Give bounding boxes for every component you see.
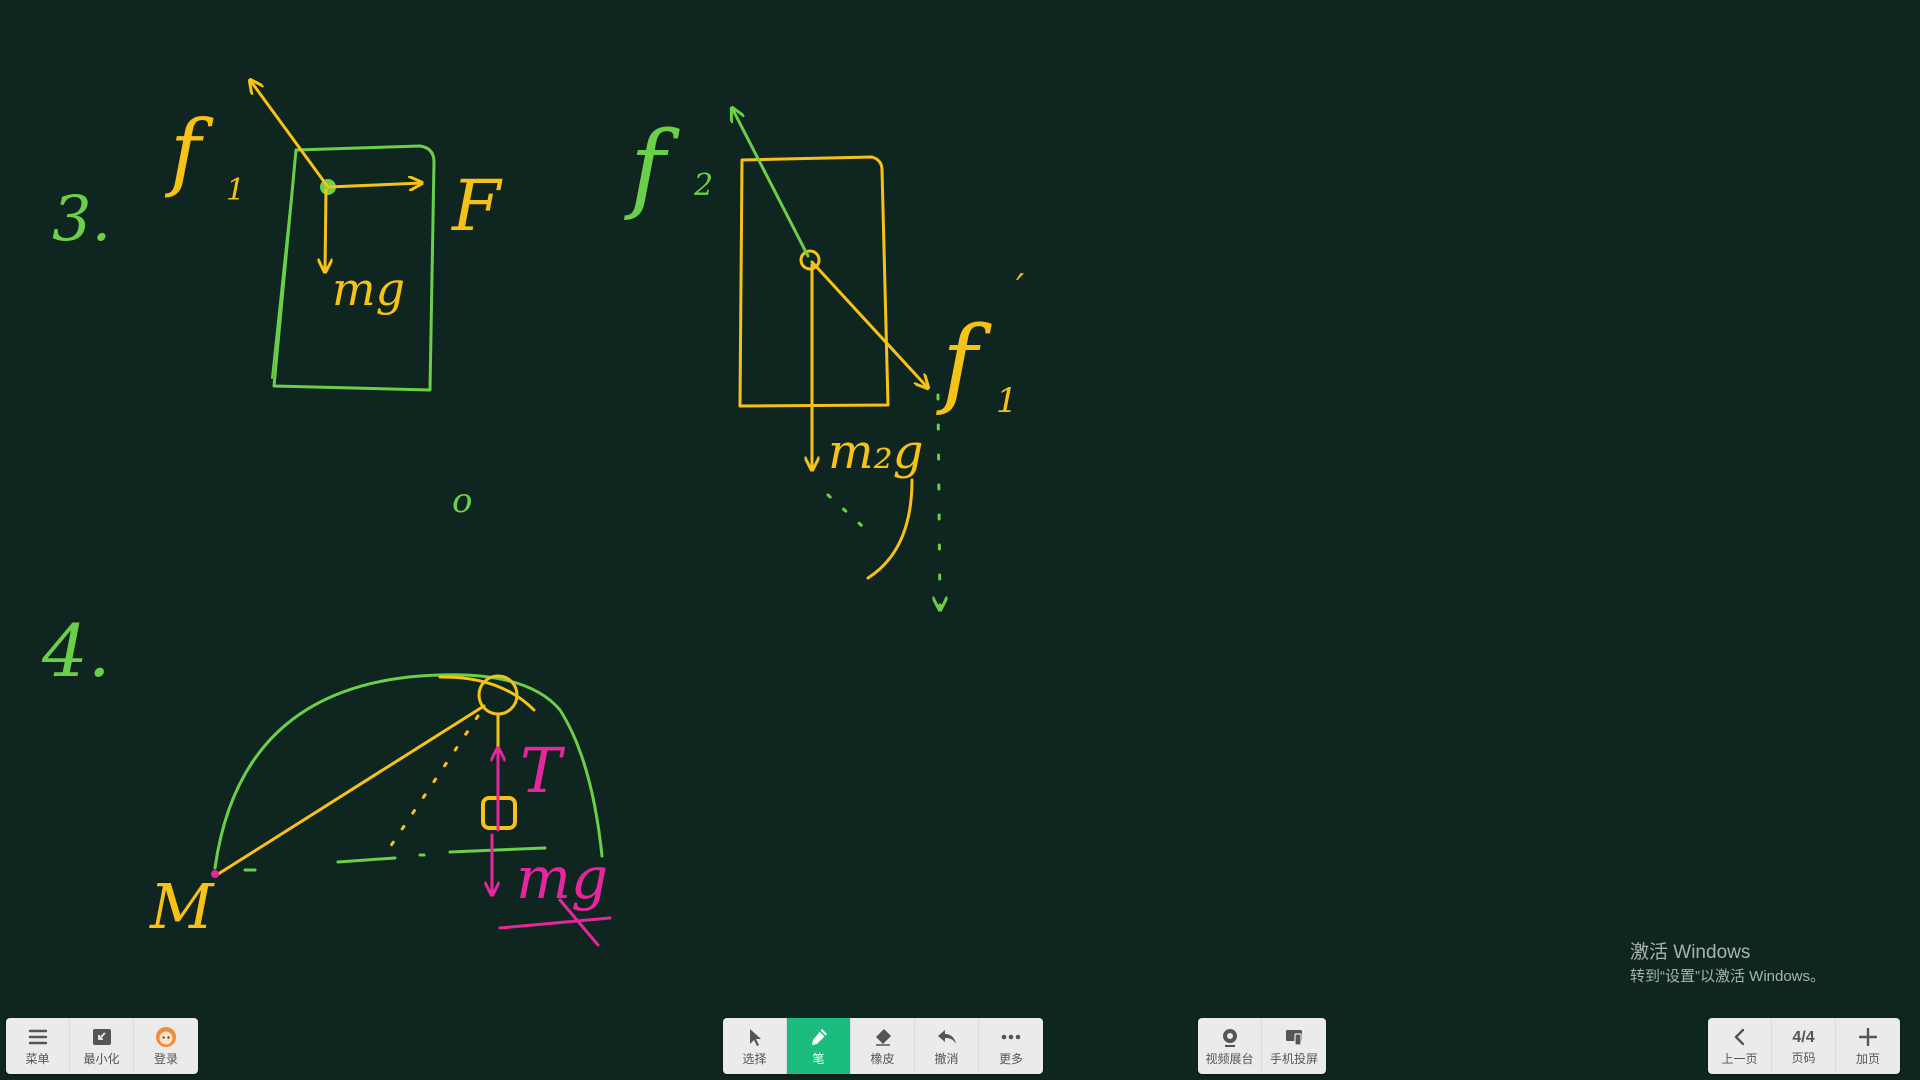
page-toolbar: 上一页 4/4 页码 加页 — [1708, 1018, 1900, 1074]
select-tool-label: 选择 — [742, 1052, 767, 1066]
arrow-f2 — [732, 108, 810, 258]
label-T: T — [520, 734, 566, 807]
left-toolbar: 菜单 最小化 登录 — [6, 1018, 198, 1074]
label-f1-prime-mark: ′ — [1016, 268, 1024, 309]
pulley — [477, 674, 519, 716]
magenta-underline — [498, 898, 612, 947]
pen-icon — [808, 1026, 830, 1048]
menu-icon — [27, 1026, 49, 1048]
stray-o: o — [452, 481, 472, 521]
page-number: 4/4 — [1792, 1028, 1815, 1046]
login-label: 登录 — [153, 1052, 178, 1066]
video-booth-button[interactable]: 视频展台 — [1198, 1018, 1262, 1074]
avatar-icon — [155, 1026, 177, 1048]
label-f1-prime: f — [936, 306, 992, 418]
ground-line — [336, 846, 547, 864]
add-page-button[interactable]: 加页 — [1836, 1018, 1900, 1074]
label-f1-prime-sub: 1 — [996, 381, 1018, 421]
label-f1: f — [164, 102, 214, 200]
more-icon — [1000, 1026, 1022, 1048]
activation-watermark-title: 激活 Windows — [1630, 942, 1751, 963]
q3-number: 3. — [52, 182, 111, 255]
label-f1-sub: 1 — [226, 173, 245, 208]
page-number-label: 页码 — [1791, 1050, 1816, 1065]
video-booth-label: 视频展台 — [1205, 1052, 1254, 1066]
select-tool-button[interactable]: 选择 — [723, 1018, 787, 1074]
more-label: 更多 — [998, 1052, 1023, 1066]
prev-page-button[interactable]: 上一页 — [1708, 1018, 1772, 1074]
arrow-mg-1 — [325, 188, 326, 272]
hemisphere-arc — [213, 673, 604, 870]
phone-cast-label: 手机投屏 — [1269, 1052, 1318, 1066]
phone-cast-button[interactable]: 手机投屏 — [1262, 1018, 1326, 1074]
plus-icon — [1857, 1026, 1879, 1048]
arrow-F — [326, 183, 422, 187]
cursor-icon — [744, 1026, 766, 1048]
q4-number: 4. — [41, 609, 111, 693]
label-M: M — [149, 870, 215, 943]
rope-to-M — [213, 704, 486, 878]
arrow-f1-prime — [810, 260, 928, 388]
more-button[interactable]: 更多 — [979, 1018, 1043, 1074]
ground-dots — [243, 853, 426, 872]
menu-label: 菜单 — [25, 1052, 50, 1066]
dashed-guide — [386, 714, 480, 852]
activation-watermark-subtitle: 转到“设置”以激活 Windows。 — [1630, 968, 1826, 985]
arc-yellow-top — [438, 675, 536, 712]
device-toolbar: 视频展台 手机投屏 — [1198, 1018, 1326, 1074]
eraser-tool-button[interactable]: 橡皮 — [851, 1018, 915, 1074]
drawing-toolbar: 选择 笔 橡皮 撤消 更多 — [723, 1018, 1043, 1074]
arrow-f1 — [250, 80, 330, 189]
block1-inner-outline — [271, 151, 297, 379]
minimize-button[interactable]: 最小化 — [70, 1018, 134, 1074]
login-button[interactable]: 登录 — [134, 1018, 198, 1074]
block1-outline — [272, 144, 436, 392]
minimize-icon — [91, 1026, 113, 1048]
undo-button[interactable]: 撤消 — [915, 1018, 979, 1074]
phone-cast-icon — [1283, 1026, 1305, 1048]
label-mg-2: mg — [516, 844, 608, 912]
pen-tool-label: 笔 — [812, 1052, 825, 1066]
label-mg-1: mg — [332, 262, 405, 316]
green-dotted-arrow — [938, 393, 940, 610]
prev-page-label: 上一页 — [1721, 1052, 1758, 1066]
undo-label: 撤消 — [934, 1052, 959, 1066]
center-dot-2 — [799, 249, 821, 271]
green-dotted-line — [826, 493, 874, 537]
yellow-hook — [866, 478, 914, 580]
menu-button[interactable]: 菜单 — [6, 1018, 70, 1074]
chevron-left-icon — [1729, 1026, 1751, 1048]
page-number-button[interactable]: 4/4 页码 — [1772, 1018, 1836, 1074]
label-m2g: m₂g — [828, 424, 923, 480]
pen-tool-button[interactable]: 笔 — [787, 1018, 851, 1074]
undo-icon — [936, 1026, 958, 1048]
label-F: F — [450, 165, 503, 247]
minimize-label: 最小化 — [83, 1052, 120, 1066]
label-f2-sub: 2 — [693, 168, 713, 203]
eraser-tool-label: 橡皮 — [870, 1052, 895, 1066]
camera-icon — [1219, 1026, 1241, 1048]
label-f2: f — [624, 111, 680, 223]
block2-outline — [738, 155, 890, 408]
eraser-icon — [872, 1026, 894, 1048]
add-page-label: 加页 — [1855, 1052, 1880, 1066]
